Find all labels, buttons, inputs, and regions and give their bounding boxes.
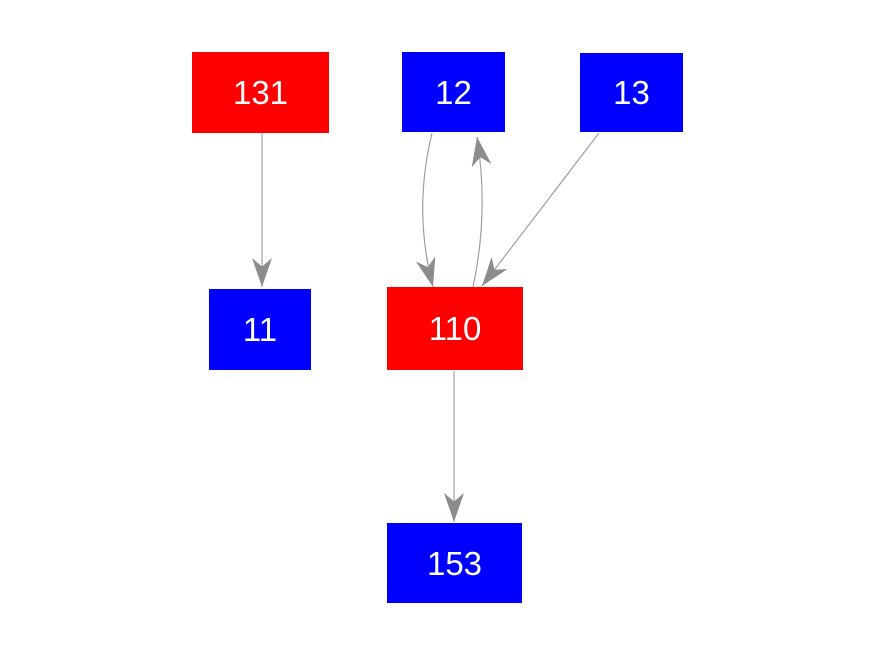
node-label: 12: [435, 73, 472, 111]
node-110: 110: [387, 287, 523, 370]
edge-12-110: [415, 132, 436, 288]
node-131: 131: [192, 52, 329, 133]
edge-13-110: [481, 132, 600, 287]
node-label: 11: [242, 311, 278, 348]
node-label: 110: [428, 310, 482, 347]
node-label: 13: [613, 74, 650, 111]
node-label: 153: [426, 544, 483, 582]
edge-group: [252, 132, 600, 522]
edge-110-12: [471, 136, 492, 288]
node-11: 11: [209, 289, 311, 370]
node-13: 13: [580, 53, 683, 132]
node-label: 131: [232, 74, 289, 111]
node-153: 153: [387, 523, 522, 603]
node-12: 12: [402, 52, 505, 132]
